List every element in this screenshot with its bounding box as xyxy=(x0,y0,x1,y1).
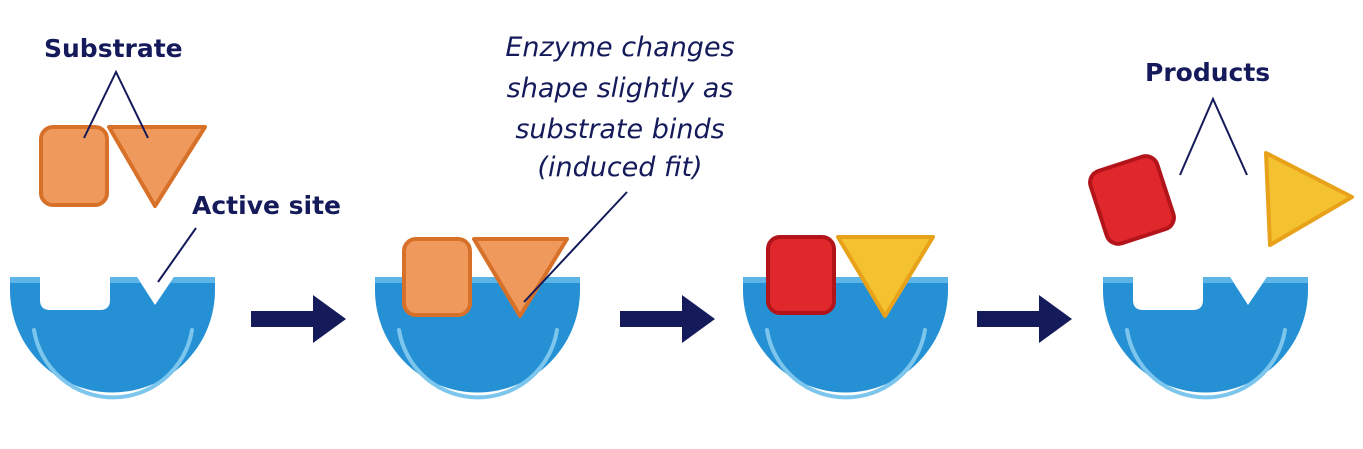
bound-substrate-square xyxy=(402,237,472,317)
stage-3-enzyme-product-complex xyxy=(743,235,948,400)
induced-fit-leader xyxy=(523,191,628,303)
bound-product-square xyxy=(766,235,836,315)
induced-fit-line-3: substrate binds xyxy=(515,114,724,145)
arrow-2 xyxy=(620,295,715,343)
enzyme-4 xyxy=(1103,277,1308,400)
stage-1-enzyme-and-substrate: Substrate Active site xyxy=(10,34,341,400)
substrate-triangle xyxy=(107,125,207,208)
active-site-leader xyxy=(157,227,197,283)
stage-2-enzyme-substrate-complex xyxy=(375,237,580,400)
induced-fit-line-2: shape slightly as xyxy=(507,73,734,104)
substrate-label: Substrate xyxy=(44,34,183,63)
released-product-triangle xyxy=(1264,151,1354,247)
arrow-3 xyxy=(977,295,1072,343)
bound-substrate-triangle xyxy=(472,237,569,318)
released-product-square xyxy=(1088,154,1176,246)
induced-fit-line-1: Enzyme changes xyxy=(505,32,734,63)
stage-4-enzyme-and-products xyxy=(1103,277,1308,400)
substrate-square xyxy=(39,125,109,207)
arrow-1 xyxy=(251,295,346,343)
enzyme-1 xyxy=(10,277,215,400)
active-site-label: Active site xyxy=(192,191,341,220)
substrate-leader xyxy=(83,69,149,139)
bound-product-triangle xyxy=(836,235,935,318)
products-leader xyxy=(1179,96,1248,176)
induced-fit-line-4: (induced fit) xyxy=(537,152,702,183)
products-label: Products xyxy=(1145,58,1270,87)
